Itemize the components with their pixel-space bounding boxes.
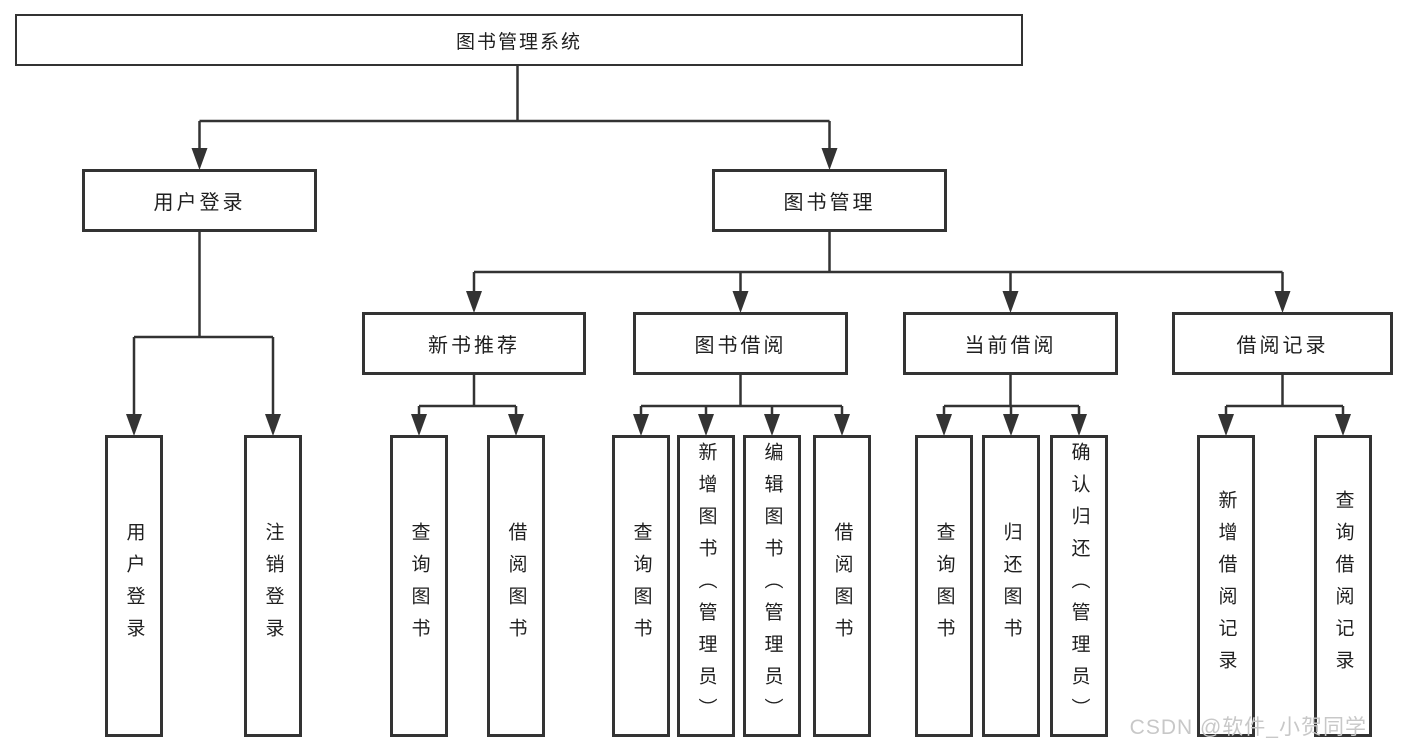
csdn-watermark: CSDN @软件_小贺同学	[1129, 716, 1367, 739]
leaf-user-login: 用户登录	[105, 435, 163, 737]
leaf-query-books-newbooks: 查询图书	[390, 435, 448, 737]
leaf-add-borrow-record: 新增借阅记录	[1197, 435, 1255, 737]
connector-root-to-level2	[198, 66, 831, 150]
leaf-add-books-admin: 新增图书（管理员）	[677, 435, 735, 737]
leaf-query-books-current: 查询图书	[915, 435, 973, 737]
node-book-management: 图书管理	[712, 169, 947, 232]
leaf-logout: 注销登录	[244, 435, 302, 737]
leaf-query-books-borrowing: 查询图书	[612, 435, 670, 737]
leaf-return-books: 归还图书	[982, 435, 1040, 737]
arrowheads	[126, 148, 1351, 436]
leaf-borrow-books-newbooks: 借阅图书	[487, 435, 545, 737]
node-borrowing-records: 借阅记录	[1172, 312, 1393, 375]
connector-newbooks-to-leaves	[417, 375, 518, 416]
connector-current-to-leaves	[942, 375, 1081, 416]
leaf-borrow-books-borrowing: 借阅图书	[813, 435, 871, 737]
connector-borrowing-to-leaves	[639, 375, 844, 416]
leaf-confirm-return-admin: 确认归还（管理员）	[1050, 435, 1108, 737]
node-current-borrowing: 当前借阅	[903, 312, 1118, 375]
node-book-borrowing: 图书借阅	[633, 312, 848, 375]
connector-bookmgmt-to-level3	[472, 232, 1284, 293]
node-new-book-recommend: 新书推荐	[362, 312, 586, 375]
leaf-edit-books-admin: 编辑图书（管理员）	[743, 435, 801, 737]
leaf-query-borrow-record: 查询借阅记录	[1314, 435, 1372, 737]
connector-userlogin-to-leaves	[132, 232, 275, 416]
connector-records-to-leaves	[1224, 375, 1345, 416]
node-user-login: 用户登录	[82, 169, 317, 232]
node-root-system: 图书管理系统	[15, 14, 1023, 66]
